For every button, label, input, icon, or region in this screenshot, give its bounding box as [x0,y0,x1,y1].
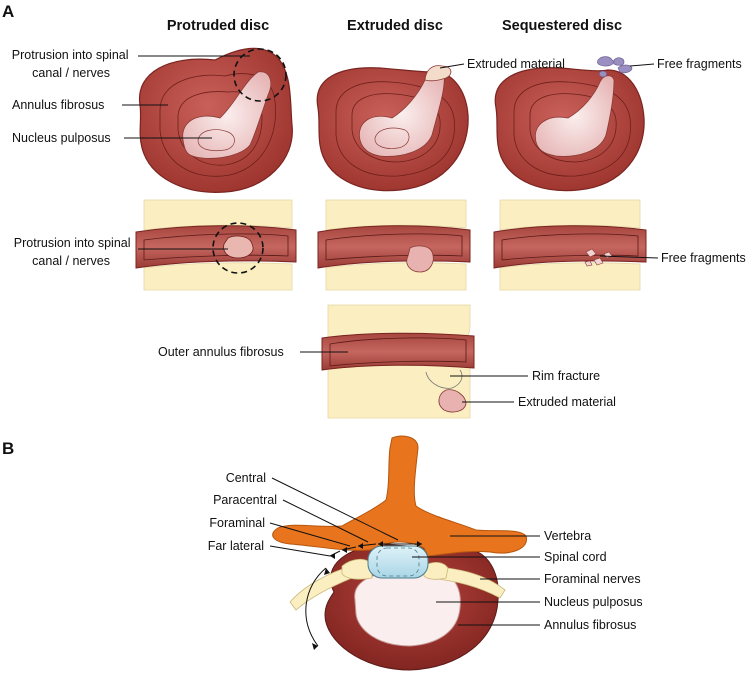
panel-b-letter: B [2,439,14,458]
label-protrusion-top: Protrusion into spinal canal / nerves [12,48,132,80]
label-spinal-cord: Spinal cord [544,550,607,564]
label-foraminal-nerves: Foraminal nerves [544,572,641,586]
label-annulus-fibrosus-b: Annulus fibrosus [544,618,636,632]
extruded-disc-side [317,199,471,291]
label-outer-annulus: Outer annulus fibrosus [158,345,284,359]
label-foraminal: Foraminal [209,516,265,530]
protruded-disc-top [139,47,293,193]
label-nucleus-pulposus-b: Nucleus pulposus [544,595,643,609]
header-sequestered: Sequestered disc [502,18,622,34]
label-protrusion-side: Protrusion into spinal canal / nerves [14,236,134,268]
label-free-fragments-top: Free fragments [657,57,742,71]
label-vertebra: Vertebra [544,529,591,543]
header-protruded: Protruded disc [167,18,269,34]
sequestered-disc-side [493,199,647,291]
label-annulus-fibrosus-a: Annulus fibrosus [12,98,104,112]
label-extruded-material-bottom: Extruded material [518,395,616,409]
sequestered-disc-top [494,56,645,192]
zone-arrows [305,541,422,650]
label-central: Central [226,471,266,485]
protruded-disc-side [135,199,297,291]
label-paracentral: Paracentral [213,493,277,507]
header-extruded: Extruded disc [347,18,443,34]
label-extruded-material-top: Extruded material [467,57,565,71]
label-nucleus-pulposus-a: Nucleus pulposus [12,131,111,145]
vertebra-cross-section [272,435,528,671]
rim-fracture-disc [321,304,475,419]
label-rim-fracture: Rim fracture [532,369,600,383]
extruded-disc-top [316,65,469,192]
label-free-fragments-side: Free fragments [661,251,746,265]
panel-a-letter: A [2,2,14,21]
label-far-lateral: Far lateral [208,539,264,553]
